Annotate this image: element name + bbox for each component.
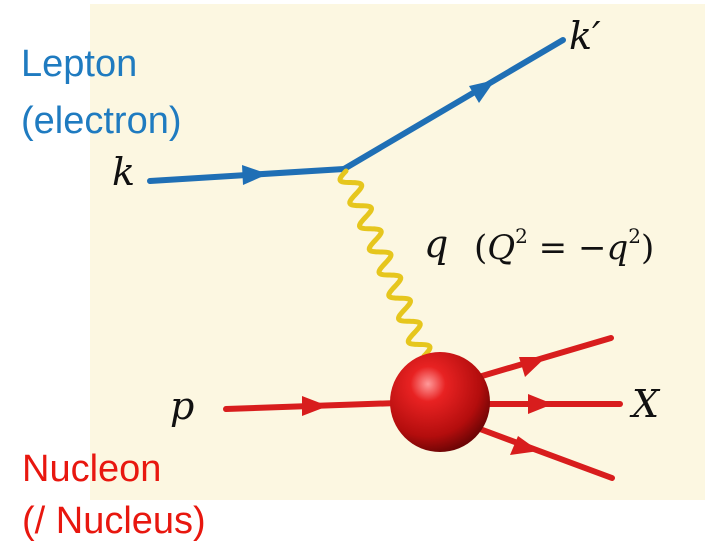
q-squared-equation: (Q2 = −q2) xyxy=(474,224,654,268)
p-label: p xyxy=(170,384,195,428)
outgoing-hadron-arrow-upper xyxy=(519,357,546,377)
nucleon-label-line1: Nucleon xyxy=(22,448,162,490)
nucleon-label-line2: (/ Nucleus) xyxy=(22,500,206,542)
equation-close-paren: ) xyxy=(640,228,655,268)
outgoing-lepton-arrow xyxy=(469,80,495,103)
virtual-photon-line xyxy=(337,168,433,359)
outgoing-hadron-line-upper xyxy=(479,335,614,379)
incoming-proton-arrow xyxy=(302,396,328,416)
equation-open-paren: ( xyxy=(474,228,488,268)
k-out-label: k′ xyxy=(569,14,601,58)
k-in-label: k xyxy=(112,150,136,194)
x-label: X xyxy=(632,382,660,426)
q-label: q xyxy=(424,222,449,266)
outgoing-lepton-line xyxy=(341,37,566,172)
nucleon-sphere xyxy=(390,352,490,452)
outgoing-hadron-arrow-lower xyxy=(510,436,539,455)
equation-sup2: 2 xyxy=(628,224,641,248)
equation-equals-minus: = − xyxy=(527,228,607,268)
outgoing-hadron-line-lower xyxy=(477,426,615,481)
equation-q: q xyxy=(606,228,629,268)
equation-Q: Q xyxy=(487,228,516,268)
lepton-label-line2: (electron) xyxy=(21,100,182,142)
lepton-label-line1: Lepton xyxy=(21,43,138,85)
outgoing-hadron-arrow-middle xyxy=(528,394,553,414)
equation-sup1: 2 xyxy=(515,224,528,248)
incoming-lepton-arrow xyxy=(242,165,268,185)
